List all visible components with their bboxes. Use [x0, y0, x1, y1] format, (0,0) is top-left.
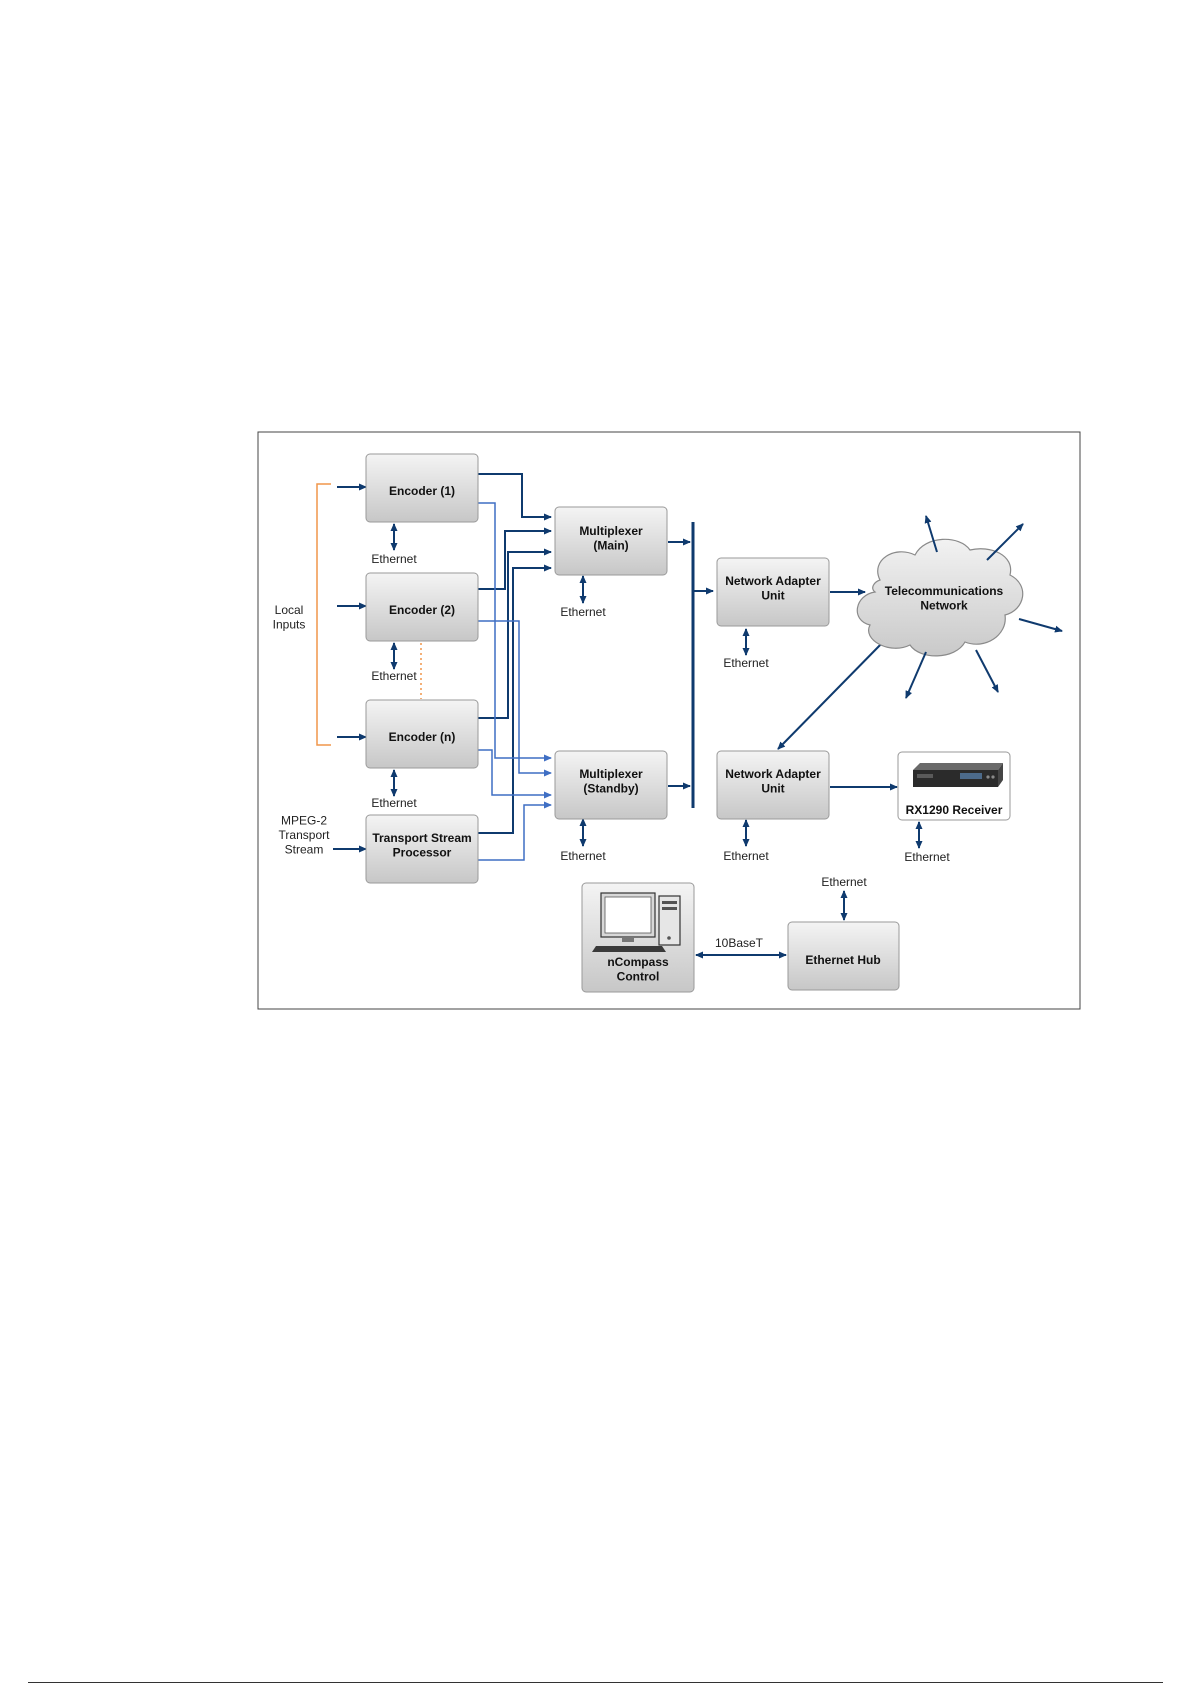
receiver-box: RX1290 Receiver — [898, 752, 1010, 820]
ethernet-label-mux-standby: Ethernet — [560, 849, 606, 863]
encoder-1-title: Encoder (1) — [389, 484, 455, 498]
multiplexer-main-box: Multiplexer(Main) — [555, 507, 667, 575]
ethernet-label-hub: Ethernet — [821, 875, 867, 889]
ethernet-label-nau-top: Ethernet — [723, 656, 769, 670]
ethernet-label-nau-bottom: Ethernet — [723, 849, 769, 863]
rack-receiver-icon — [913, 763, 1003, 787]
encoder-n-box: Encoder (n) — [366, 700, 478, 768]
receiver-title: RX1290 Receiver — [906, 803, 1003, 817]
ethernet-label-encoder1: Ethernet — [371, 552, 417, 566]
multiplexer-standby-box: Multiplexer(Standby) — [555, 751, 667, 819]
page-footer-rule — [28, 1682, 1163, 1683]
ethernet-label-mux-main: Ethernet — [560, 605, 606, 619]
ethernet-label-encoder2: Ethernet — [371, 669, 417, 683]
encoder-2-title: Encoder (2) — [389, 603, 455, 617]
ethernet-hub-box: Ethernet Hub — [788, 922, 899, 990]
encoder-2-box: Encoder (2) — [366, 573, 478, 641]
encoder-n-title: Encoder (n) — [389, 730, 456, 744]
encoder-1-box: Encoder (1) — [366, 454, 478, 522]
ethernet-label-receiver: Ethernet — [904, 850, 950, 864]
ethernet-hub-title: Ethernet Hub — [805, 953, 880, 967]
link-label-10baset: 10BaseT — [715, 936, 764, 950]
multiplexer-standby-title: Multiplexer(Standby) — [579, 767, 643, 796]
ethernet-label-encoder-n: Ethernet — [371, 796, 417, 810]
